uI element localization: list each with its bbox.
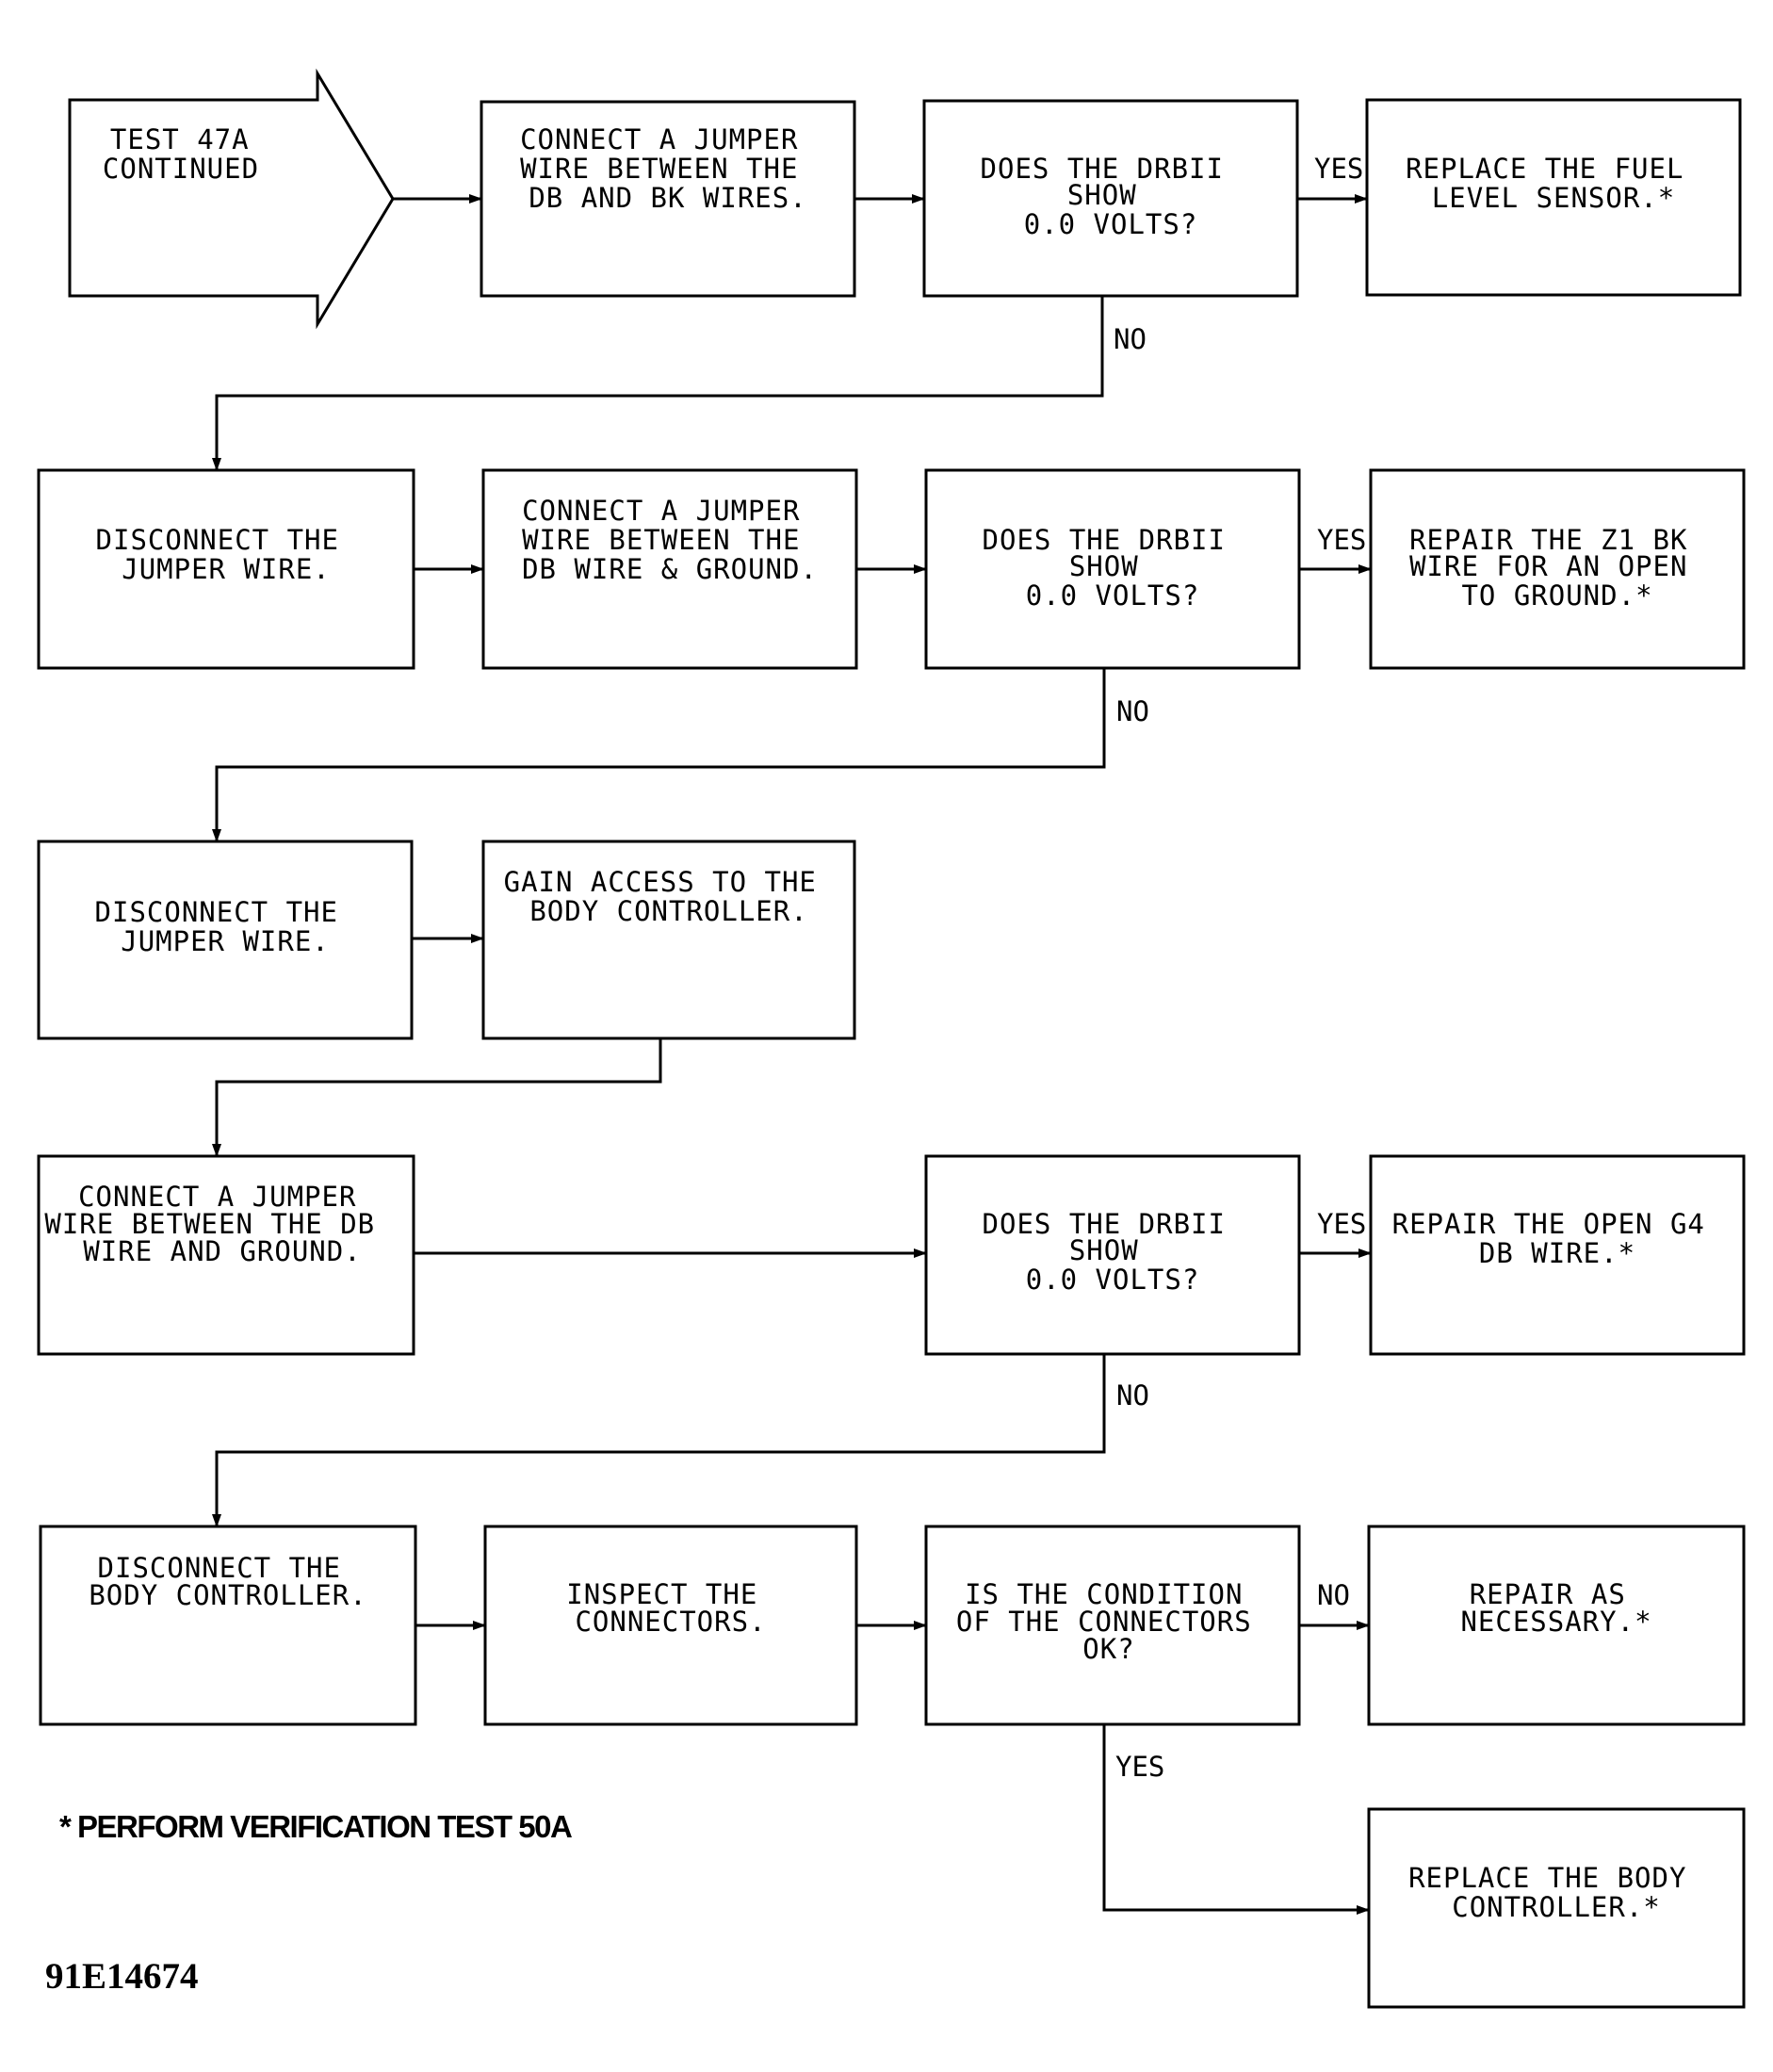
yes-label: YES [1115, 1751, 1164, 1783]
row5-step2-box: INSPECT THE CONNECTORS. [483, 1525, 858, 1726]
start-arrow-text: TEST 47A CONTINUED [103, 123, 267, 185]
svg-text:REPAIR AS NECESSARY.*: REPAIR AS NECESSARY.* [1460, 1578, 1651, 1638]
svg-text:IS THE CONDITION OF THE: IS THE CONDITION OF THE CONNECTORS OK? [956, 1578, 1269, 1665]
yes-label: YES [1317, 1208, 1366, 1240]
svg-text:CONNECT A JUMPER WIRE BE: CONNECT A JUMPER WIRE BETWEEN THE DB WIR… [522, 495, 818, 585]
start-arrow: TEST 47A CONTINUED [68, 68, 395, 330]
footnote: * PERFORM VERIFICATION TEST 50A [59, 1809, 572, 1844]
svg-text:DISCONNECT THE JUMPER WI: DISCONNECT THE JUMPER WIRE. [96, 524, 357, 585]
row2-decision-box: DOES THE DRBII SHOW 0.0 VOLTS? [924, 468, 1301, 670]
row5-result-yes-box: REPLACE THE BODY CONTROLLER.* [1367, 1807, 1746, 2009]
svg-text:DOES THE DRBII SHOW: DOES THE DRBII SHOW 0.0 VOLTS? [983, 1208, 1244, 1296]
svg-text:REPLACE THE BODY CONTROL: REPLACE THE BODY CONTROLLER.* [1408, 1862, 1704, 1923]
connector-arrow [1102, 1724, 1370, 1915]
svg-text:CONNECT A JUMPER WIRE BE: CONNECT A JUMPER WIRE BETWEEN THE DB WIR… [44, 1181, 392, 1267]
no-label: NO [1317, 1579, 1350, 1611]
figure-id: 91E14674 [45, 1956, 199, 1997]
row1-result-box: REPLACE THE FUEL LEVEL SENSOR.* [1365, 98, 1742, 297]
svg-text:REPAIR THE OPEN G4 DB WI: REPAIR THE OPEN G4 DB WIRE.* [1392, 1208, 1723, 1269]
svg-text:REPLACE THE FUEL LEVEL S: REPLACE THE FUEL LEVEL SENSOR.* [1406, 153, 1701, 214]
row5-step1-box: DISCONNECT THE BODY CONTROLLER. [39, 1525, 417, 1726]
row3-step1-box: DISCONNECT THE JUMPER WIRE. [37, 840, 414, 1040]
yes-label: YES [1317, 524, 1366, 556]
svg-text:DOES THE DRBII SHOW: DOES THE DRBII SHOW 0.0 VOLTS? [983, 524, 1244, 612]
yes-label: YES [1314, 153, 1363, 185]
row1-step1-box: CONNECT A JUMPER WIRE BETWEEN THE DB AND… [480, 100, 856, 298]
row1-decision-box: DOES THE DRBII SHOW 0.0 VOLTS? [922, 99, 1299, 298]
row2-step2-box: CONNECT A JUMPER WIRE BETWEEN THE DB WIR… [481, 468, 858, 670]
row2-result-box: REPAIR THE Z1 BK WIRE FOR AN OPEN TO GRO… [1369, 468, 1746, 670]
connector-arrow [212, 1354, 1106, 1527]
no-label: NO [1114, 323, 1147, 355]
connector-arrow [212, 1038, 662, 1157]
svg-text:CONNECT A JUMPER WIRE BE: CONNECT A JUMPER WIRE BETWEEN THE DB AND… [520, 123, 816, 214]
svg-text:DISCONNECT THE BODY CONT: DISCONNECT THE BODY CONTROLLER. [89, 1552, 366, 1611]
connector-arrow [212, 668, 1106, 842]
row5-decision-box: IS THE CONDITION OF THE CONNECTORS OK? [924, 1525, 1301, 1726]
no-label: NO [1116, 1379, 1149, 1411]
svg-text:DOES THE DRBII SHOW: DOES THE DRBII SHOW 0.0 VOLTS? [981, 153, 1242, 240]
row5-result-no-box: REPAIR AS NECESSARY.* [1367, 1525, 1746, 1726]
svg-text:GAIN ACCESS TO THE BODY: GAIN ACCESS TO THE BODY CONTROLLER. [504, 866, 835, 927]
no-label: NO [1116, 695, 1149, 727]
row4-step1-box: CONNECT A JUMPER WIRE BETWEEN THE DB WIR… [37, 1154, 415, 1356]
svg-text:DISCONNECT THE JUMPER WI: DISCONNECT THE JUMPER WIRE. [95, 896, 356, 957]
row3-step2-box: GAIN ACCESS TO THE BODY CONTROLLER. [481, 840, 856, 1040]
connector-arrow [212, 296, 1104, 471]
svg-text:REPAIR THE Z1 BK WIRE FO: REPAIR THE Z1 BK WIRE FOR AN OPEN TO GRO… [1409, 524, 1705, 612]
svg-text:INSPECT THE CONNECTORS.: INSPECT THE CONNECTORS. [566, 1578, 775, 1638]
row4-decision-box: DOES THE DRBII SHOW 0.0 VOLTS? [924, 1154, 1301, 1356]
row2-step1-box: DISCONNECT THE JUMPER WIRE. [37, 468, 415, 670]
row4-result-box: REPAIR THE OPEN G4 DB WIRE.* [1369, 1154, 1746, 1356]
